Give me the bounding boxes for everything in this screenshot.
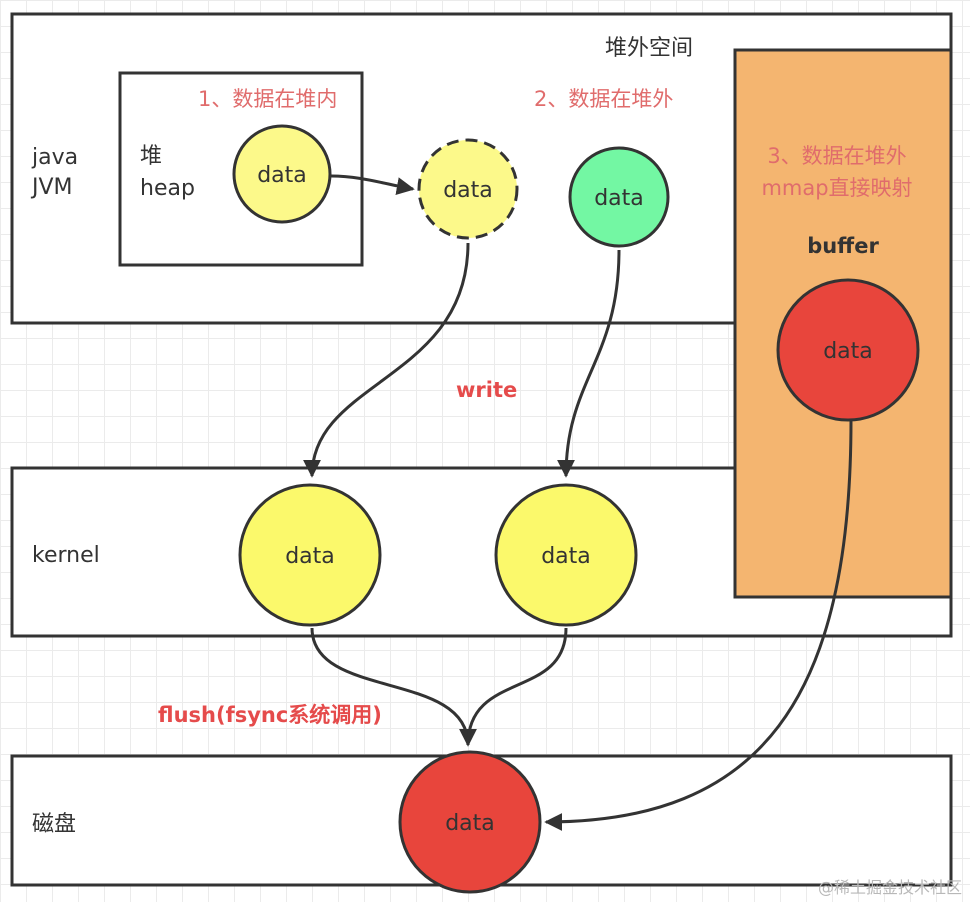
step3-annotation-line1: 3、数据在堆外 (767, 144, 906, 168)
disk-label: 磁盘 (32, 812, 76, 837)
jvm-label-line1: java (31, 145, 78, 170)
heap-label-line1: 堆 (140, 144, 162, 169)
heap-data-label: data (257, 163, 307, 188)
buffer-data-node (776, 278, 920, 422)
heap-label-line2: heap (140, 176, 195, 201)
step1-annotation: 1、数据在堆内 (198, 87, 337, 111)
flush-annotation: flush(fsync系统调用) (158, 703, 382, 727)
step3-annotation-line2: mmap直接映射 (761, 176, 912, 200)
kernel-data-label-2: data (541, 544, 591, 569)
kernel-data-node-2 (494, 483, 638, 627)
heap-data-node (232, 124, 332, 224)
disk-data-label: data (445, 811, 495, 836)
jvm-label-line2: JVM (30, 175, 73, 200)
kernel-data-node-1 (238, 483, 382, 627)
edge-offheap-to-kernel-2 (557, 249, 621, 478)
offheap-title: 堆外空间 (605, 36, 693, 61)
edge-kernel-2-to-disk (466, 627, 568, 746)
offheap-data-node (568, 146, 670, 248)
edge-kernel-1-to-disk (310, 627, 477, 747)
buffer-label: buffer (807, 234, 879, 258)
offheap-copy-data-label: data (443, 178, 493, 203)
edge-heap-to-offheap-copy (330, 174, 415, 196)
edge-offheap-copy-to-kernel-1 (303, 242, 470, 478)
edge-buffer-to-disk (544, 419, 853, 831)
kernel-label: kernel (32, 543, 100, 568)
step2-annotation: 2、数据在堆外 (534, 87, 673, 111)
kernel-data-label-1: data (285, 544, 335, 569)
watermark: @稀土掘金技术社区 (818, 878, 962, 897)
offheap-data-label: data (594, 186, 644, 211)
buffer-data-label: data (823, 339, 873, 364)
disk-data-node (398, 750, 542, 894)
offheap-copy-data-node (417, 138, 519, 240)
write-annotation: write (456, 378, 517, 402)
